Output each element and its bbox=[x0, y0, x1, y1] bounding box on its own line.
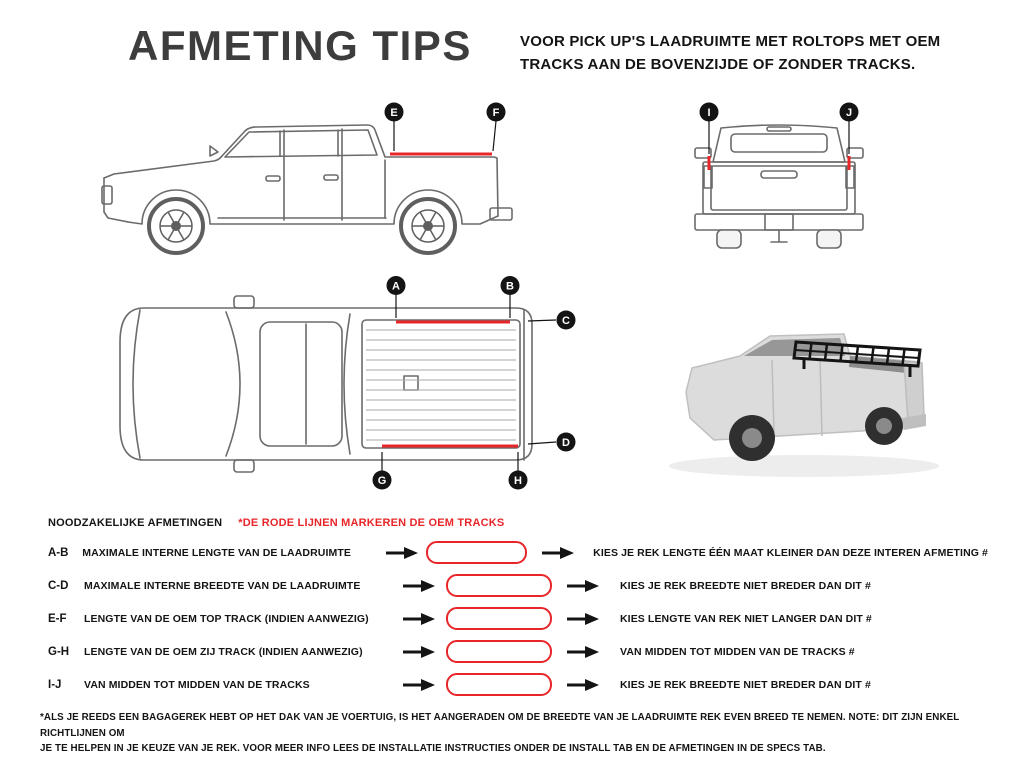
marker-d: D bbox=[527, 432, 576, 452]
marker-a: A bbox=[386, 276, 406, 318]
rear-wheel bbox=[399, 197, 457, 255]
marker-h: H bbox=[508, 452, 528, 490]
svg-text:F: F bbox=[493, 107, 500, 119]
table-row-ij: I-J VAN MIDDEN TOT MIDDEN VAN DE TRACKS … bbox=[48, 668, 988, 701]
disclaimer-line-2: JE TE HELPEN IN JE KEUZE VAN JE REK. VOO… bbox=[40, 743, 826, 755]
truck-top-view-diagram: A B C D G H bbox=[119, 276, 576, 490]
svg-text:H: H bbox=[514, 475, 522, 487]
measurement-input-gh[interactable] bbox=[446, 640, 552, 663]
svg-text:G: G bbox=[378, 475, 387, 487]
marker-g: G bbox=[372, 452, 392, 490]
guideline-text: KIES JE REK BREEDTE NIET BREDER DAN DIT … bbox=[620, 678, 871, 691]
measurements-table: A-B MAXIMALE INTERNE LENGTE VAN DE LAADR… bbox=[48, 536, 988, 701]
arrow-right-icon bbox=[385, 546, 418, 559]
row-label: VAN MIDDEN TOT MIDDEN VAN DE TRACKS bbox=[84, 678, 310, 691]
svg-text:J: J bbox=[846, 107, 852, 119]
page-subtitle: VOOR PICK UP'S LAADRUIMTE MET ROLTOPS ME… bbox=[520, 30, 940, 77]
row-key: E-F bbox=[48, 612, 67, 625]
disclaimer: *ALS JE REEDS EEN BAGAGEREK HEBT OP HET … bbox=[40, 710, 988, 757]
disclaimer-line-1: *ALS JE REEDS EEN BAGAGEREK HEBT OP HET … bbox=[40, 712, 960, 739]
measurement-input-ij[interactable] bbox=[446, 673, 552, 696]
row-label: LENGTE VAN DE OEM ZIJ TRACK (INDIEN AANW… bbox=[84, 645, 363, 658]
arrow-right-icon bbox=[567, 612, 599, 625]
bed-ribs bbox=[366, 329, 516, 441]
measurement-input-ef[interactable] bbox=[446, 607, 552, 630]
row-key: C-D bbox=[48, 579, 69, 592]
svg-text:B: B bbox=[506, 281, 514, 293]
truck-side-outline bbox=[101, 124, 513, 225]
measurements-heading: NOODZAKELIJKE AFMETINGEN bbox=[48, 517, 223, 529]
arrow-right-icon bbox=[403, 612, 435, 625]
truck-top-outline bbox=[119, 295, 533, 473]
page-title: AFMETING TIPS bbox=[128, 22, 472, 69]
truck-tailgate bbox=[903, 361, 925, 424]
truck-rack-render bbox=[669, 333, 939, 477]
arrow-right-icon bbox=[403, 678, 435, 691]
measurement-input-cd[interactable] bbox=[446, 574, 552, 597]
guideline-text: KIES JE REK LENGTE ÉÉN MAAT KLEINER DAN … bbox=[593, 546, 988, 559]
truck-side-view-diagram: E F bbox=[101, 102, 513, 255]
table-row-gh: G-H LENGTE VAN DE OEM ZIJ TRACK (INDIEN … bbox=[48, 635, 988, 668]
subtitle-line-1: VOOR PICK UP'S LAADRUIMTE MET ROLTOPS ME… bbox=[520, 33, 941, 50]
truck-rear-view-diagram: I J bbox=[694, 102, 864, 249]
measurement-input-ab[interactable] bbox=[426, 541, 528, 564]
marker-c: C bbox=[527, 310, 576, 330]
marker-e: E bbox=[384, 102, 404, 151]
marker-i: I bbox=[699, 102, 719, 154]
marker-f: F bbox=[486, 102, 506, 152]
svg-text:I: I bbox=[707, 107, 710, 119]
ground-shadow bbox=[669, 455, 939, 477]
table-row-ab: A-B MAXIMALE INTERNE LENGTE VAN DE LAADR… bbox=[48, 536, 988, 569]
svg-text:C: C bbox=[562, 315, 570, 327]
truck-rear-bumper bbox=[902, 414, 926, 430]
row-label: MAXIMALE INTERNE LENGTE VAN DE LAADRUIMT… bbox=[82, 546, 351, 559]
row-label: LENGTE VAN DE OEM TOP TRACK (INDIEN AANW… bbox=[84, 612, 369, 625]
red-lines-note: *DE RODE LIJNEN MARKEREN DE OEM TRACKS bbox=[238, 517, 505, 529]
slimline-rack bbox=[792, 340, 922, 377]
svg-text:A: A bbox=[392, 281, 400, 293]
truck-door-seams bbox=[771, 357, 823, 437]
row-key: A-B bbox=[48, 546, 69, 559]
marker-j: J bbox=[839, 102, 859, 154]
svg-text:D: D bbox=[562, 437, 570, 449]
guideline-text: KIES JE REK BREEDTE NIET BREDER DAN DIT … bbox=[620, 579, 871, 592]
svg-text:E: E bbox=[390, 107, 397, 119]
guideline-text: VAN MIDDEN TOT MIDDEN VAN DE TRACKS # bbox=[620, 645, 855, 658]
front-wheel bbox=[147, 197, 205, 255]
arrow-right-icon bbox=[567, 579, 599, 592]
rear-wheel-rim bbox=[742, 428, 762, 448]
subtitle-line-2: TRACKS AAN DE BOVENZIJDE OF ZONDER TRACK… bbox=[520, 56, 916, 74]
front-wheel-rim bbox=[876, 418, 892, 434]
marker-b: B bbox=[500, 276, 520, 318]
measurements-header: NOODZAKELIJKE AFMETINGEN *DE RODE LIJNEN… bbox=[48, 517, 504, 529]
row-label: MAXIMALE INTERNE BREEDTE VAN DE LAADRUIM… bbox=[84, 579, 361, 592]
guideline-text: KIES LENGTE VAN REK NIET LANGER DAN DIT … bbox=[620, 612, 872, 625]
row-key: G-H bbox=[48, 645, 70, 658]
arrow-right-icon bbox=[567, 678, 599, 691]
arrow-right-icon bbox=[403, 579, 435, 592]
arrow-right-icon bbox=[542, 546, 575, 559]
arrow-right-icon bbox=[567, 645, 599, 658]
arrow-right-icon bbox=[403, 645, 435, 658]
table-row-cd: C-D MAXIMALE INTERNE BREEDTE VAN DE LAAD… bbox=[48, 569, 988, 602]
truck-rear-outline bbox=[694, 124, 864, 249]
table-row-ef: E-F LENGTE VAN DE OEM TOP TRACK (INDIEN … bbox=[48, 602, 988, 635]
row-key: I-J bbox=[48, 678, 62, 691]
